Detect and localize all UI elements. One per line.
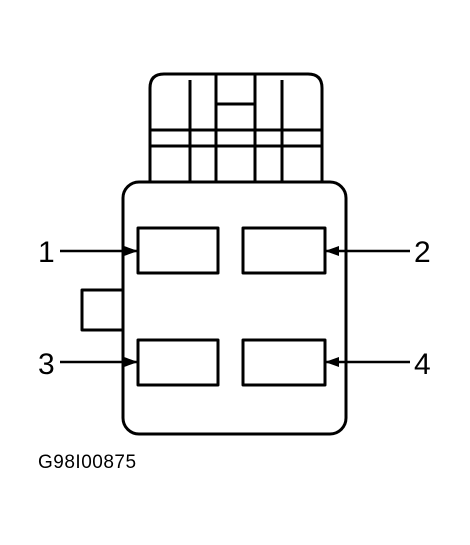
connector-body — [121, 180, 348, 436]
pin-cavity-1 — [136, 226, 220, 275]
pin-label-3: 3 — [38, 348, 55, 381]
pin-label-1: 1 — [38, 236, 55, 269]
pin-label-2: 2 — [414, 236, 431, 269]
pin-cavity-3 — [136, 338, 220, 387]
connector-latch — [148, 72, 324, 182]
connector-key-tab — [80, 288, 123, 332]
pin-label-4: 4 — [414, 348, 431, 381]
figure-id: G98I00875 — [38, 452, 137, 473]
